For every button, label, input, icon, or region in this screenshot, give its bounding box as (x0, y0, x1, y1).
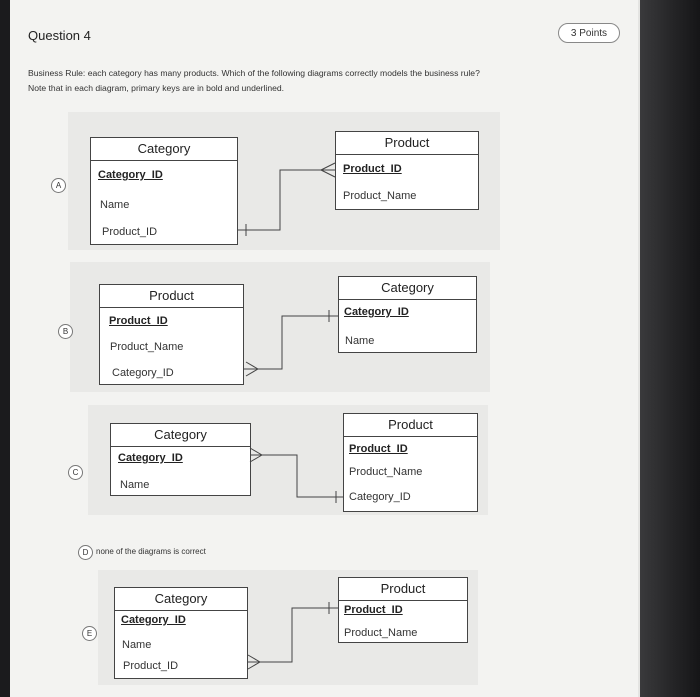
option-a-category-entity: Category Category_ID Name Product_ID (90, 137, 238, 245)
entity-title: Category (115, 588, 247, 611)
option-c-category-entity: Category Category_ID Name (110, 423, 251, 496)
primary-key-attribute: Category_ID (121, 614, 186, 626)
scrollbar-track[interactable] (638, 0, 640, 697)
entity-title: Category (91, 138, 237, 161)
attribute: Name (100, 199, 130, 211)
primary-key-attribute: Category_ID (344, 306, 409, 318)
entity-title: Product (339, 578, 467, 601)
option-e-product-entity: Product Product_ID Product_Name (338, 577, 468, 643)
question-text-line-1: Business Rule: each category has many pr… (28, 68, 480, 78)
option-e-relationship-line (247, 602, 338, 670)
attribute: Category_ID (349, 491, 411, 503)
option-a-relationship-line (237, 162, 336, 236)
attribute: Product_ID (102, 226, 158, 238)
entity-title: Product (344, 414, 477, 437)
option-b-product-entity: Product Product_ID Product_Name Category… (99, 284, 244, 385)
primary-key-attribute: Category_ID (118, 452, 183, 464)
primary-key-attribute: Product_ID (109, 315, 168, 327)
question-text-line-2: Note that in each diagram, primary keys … (28, 83, 285, 93)
attribute: Name (345, 335, 375, 347)
option-a-radio[interactable]: A (51, 178, 66, 193)
option-c-product-entity: Product Product_ID Product_Name Category… (343, 413, 478, 512)
option-d-label[interactable]: none of the diagrams is correct (96, 547, 206, 556)
points-badge: 3 Points (558, 23, 620, 43)
option-c-relationship-line (249, 447, 343, 503)
entity-title: Category (111, 424, 250, 447)
attribute: Product_ID (123, 660, 179, 672)
option-b-radio[interactable]: B (58, 324, 73, 339)
option-e-category-entity: Category Category_ID Name Product_ID (114, 587, 248, 679)
option-a-product-entity: Product Product_ID Product_Name (335, 131, 479, 210)
attribute: Name (122, 639, 152, 651)
primary-key-attribute: Product_ID (344, 604, 403, 616)
question-title: Question 4 (28, 28, 91, 43)
primary-key-attribute: Product_ID (349, 443, 408, 455)
entity-title: Product (336, 132, 478, 155)
entity-title: Product (100, 285, 243, 308)
attribute: Name (120, 479, 150, 491)
attribute: Product_Name (344, 627, 418, 639)
primary-key-attribute: Category_ID (98, 169, 163, 181)
option-d-radio[interactable]: D (78, 545, 93, 560)
question-text: Business Rule: each category has many pr… (28, 66, 618, 96)
option-c-radio[interactable]: C (68, 465, 83, 480)
attribute: Category_ID (112, 367, 174, 379)
attribute: Product_Name (343, 190, 417, 202)
attribute: Product_Name (349, 466, 423, 478)
quiz-screen: Question 4 3 Points Business Rule: each … (10, 0, 640, 697)
option-b-category-entity: Category Category_ID Name (338, 276, 477, 353)
option-b-relationship-line (243, 310, 338, 377)
primary-key-attribute: Product_ID (343, 163, 402, 175)
device-bezel (640, 0, 700, 697)
attribute: Product_Name (110, 341, 184, 353)
entity-title: Category (339, 277, 476, 300)
option-e-radio[interactable]: E (82, 626, 97, 641)
